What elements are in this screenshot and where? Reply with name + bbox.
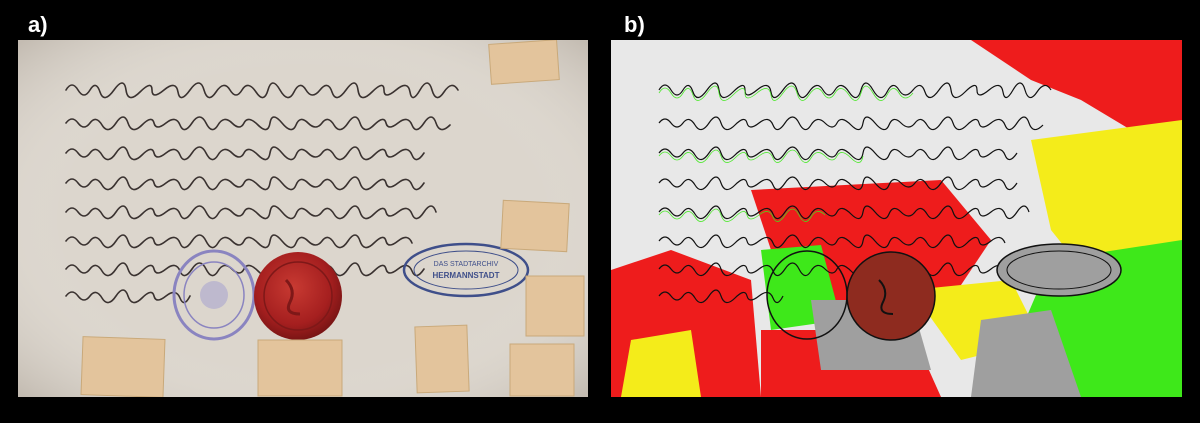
purple-stamp	[172, 249, 256, 341]
panel-b-false-color-map	[611, 40, 1182, 397]
stamp-region-left	[766, 250, 848, 340]
blue-oval-stamp: DAS STADTARCHIV HERMANNSTADT	[402, 242, 530, 298]
seal-region	[846, 251, 936, 341]
stamp-line-2: HERMANNSTADT	[433, 271, 500, 280]
edge-contours-green-halo	[658, 85, 914, 222]
repair-patches	[80, 40, 585, 397]
false-color-map	[611, 40, 1182, 397]
stamp-line-1: DAS STADTARCHIV	[434, 261, 499, 268]
stamp-region-right	[996, 243, 1122, 297]
handwriting-lines	[65, 82, 459, 304]
panel-a-photograph: DAS STADTARCHIV HERMANNSTADT	[18, 40, 588, 397]
panel-a-label: a)	[28, 12, 48, 37]
panel-b-label: b)	[624, 12, 645, 37]
edge-contours	[658, 82, 1052, 304]
wax-seal	[254, 252, 342, 340]
charter-photo: DAS STADTARCHIV HERMANNSTADT	[18, 40, 588, 397]
